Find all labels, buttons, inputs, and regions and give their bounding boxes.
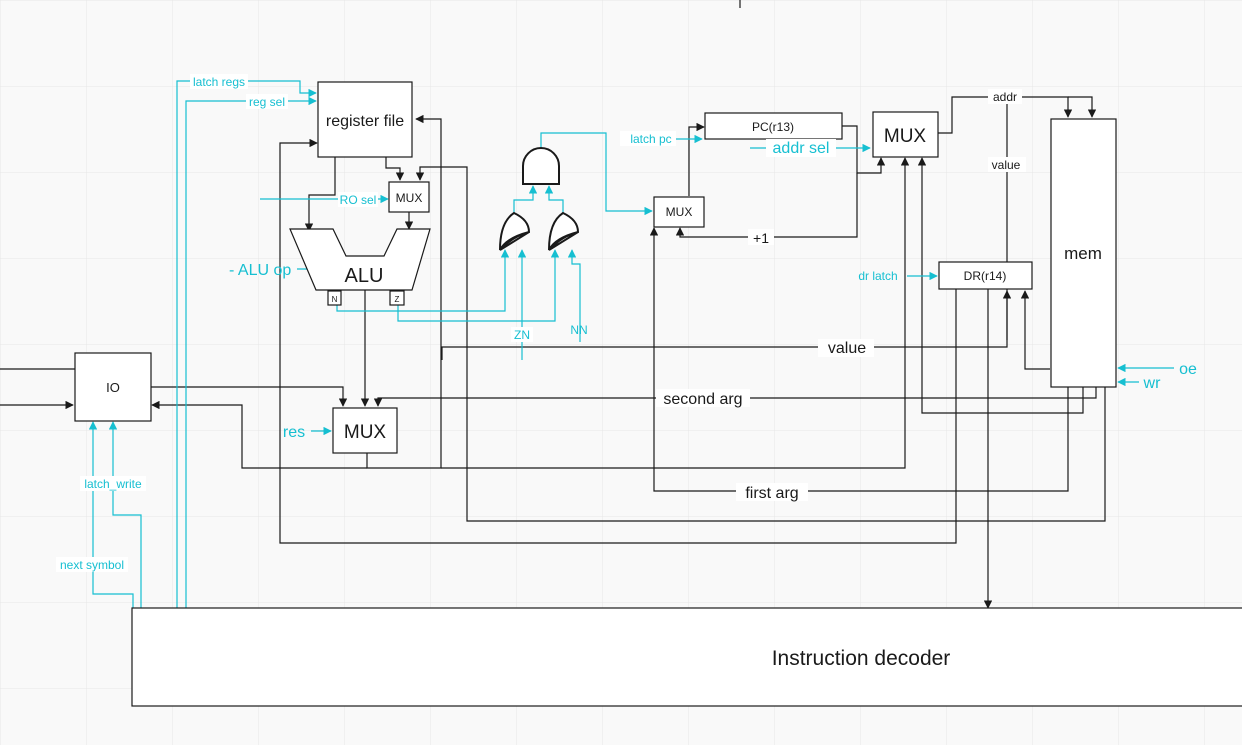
- addr-sel-label: addr sel: [773, 140, 830, 157]
- io-label: IO: [106, 380, 120, 395]
- zn-bg: [511, 327, 533, 342]
- value-bus-bg: [818, 339, 874, 357]
- latch-pc-label: latch pc: [630, 132, 671, 146]
- ro-sel-label: RO sel: [340, 193, 377, 207]
- res-label: res: [283, 424, 305, 441]
- latch-write-bg: [80, 476, 146, 491]
- nn-label: NN: [570, 323, 587, 337]
- ro-mux-label: MUX: [396, 191, 423, 205]
- alu-op-text: ALU op: [238, 262, 291, 279]
- alu-block: [289, 228, 431, 291]
- addr-mux-label: MUX: [884, 126, 927, 147]
- reg-sel-bg: [246, 94, 288, 109]
- flag-z-box: [389, 290, 405, 306]
- instruction-decoder-label: Instruction decoder: [772, 647, 951, 670]
- next-symbol-label: next symbol: [60, 558, 124, 572]
- addr-bus-label: addr: [993, 90, 1017, 104]
- value-top-bg: [988, 157, 1026, 172]
- and-gate-icon: [522, 147, 560, 185]
- ro-sel-bg: [338, 192, 378, 207]
- plus-one-bg: [748, 229, 774, 245]
- addr-mux-block: [872, 111, 939, 158]
- latch-regs-bg: [190, 74, 248, 89]
- dr-register-block: [938, 261, 1033, 290]
- zn-label: ZN: [514, 328, 530, 342]
- alu-op-label: - ALU op: [229, 262, 291, 279]
- latch-pc-bg: [620, 131, 676, 146]
- second-arg-bg: [656, 389, 750, 407]
- addr-sel-bg: [766, 139, 836, 157]
- or-gate-zn-icon: [499, 211, 531, 251]
- memory-block: [1050, 118, 1117, 388]
- value-top-label: value: [992, 158, 1021, 172]
- alu-label: ALU: [345, 265, 384, 287]
- flag-n-label: N: [332, 295, 338, 304]
- flag-z-label: Z: [395, 295, 400, 304]
- io-block: [74, 352, 152, 422]
- result-mux-label: MUX: [344, 422, 387, 443]
- data-wires: [0, 96, 1106, 609]
- first-arg-bg: [736, 483, 808, 501]
- addr-bus-bg: [988, 89, 1022, 104]
- second-arg-label: second arg: [663, 391, 742, 408]
- dr-register-label: DR(r14): [964, 269, 1007, 283]
- control-wires: [88, 80, 1174, 608]
- result-mux-block: [332, 407, 398, 454]
- dr-latch-label: dr latch: [858, 269, 897, 283]
- value-bus-label: value: [828, 340, 866, 357]
- reg-sel-label: reg sel: [249, 95, 285, 109]
- first-arg-label: first arg: [745, 485, 798, 502]
- flag-n-box: [327, 290, 342, 306]
- pc-register-block: [704, 112, 843, 140]
- pc-mux-block: [653, 196, 705, 228]
- register-file-block: [317, 81, 413, 158]
- pc-mux-label: MUX: [666, 205, 693, 219]
- register-file-label: register file: [326, 113, 404, 130]
- instruction-decoder-block: [131, 607, 1242, 707]
- oe-label: oe: [1179, 361, 1197, 378]
- pc-register-label: PC(r13): [752, 120, 794, 134]
- latch-write-label: latch_write: [84, 477, 142, 491]
- or-gate-nn-icon: [548, 211, 580, 251]
- ro-mux-block: [388, 181, 430, 213]
- latch-regs-label: latch regs: [193, 75, 245, 89]
- memory-label: mem: [1064, 244, 1102, 263]
- wr-label: wr: [1143, 375, 1162, 392]
- next-symbol-bg: [56, 557, 128, 572]
- plus-one-label: +1: [753, 230, 769, 246]
